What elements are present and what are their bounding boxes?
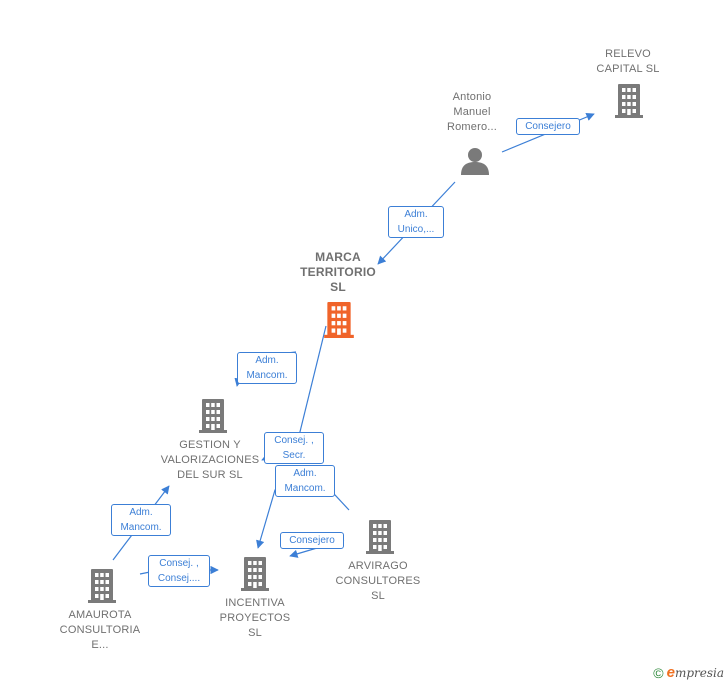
edge-label-line: Consejero: [289, 535, 335, 546]
edge-label-line: Mancom.: [284, 483, 326, 494]
node-label-relevo[interactable]: RELEVO CAPITAL SL: [578, 47, 678, 77]
building-icon-arvirago[interactable]: [366, 520, 394, 554]
node-label-line: SL: [248, 627, 262, 639]
edge-label-consej-secr[interactable]: Consej. , Secr.: [264, 432, 324, 464]
node-label-line: VALORIZACIONES: [160, 454, 260, 466]
edge-label-consejero-relevo[interactable]: Consejero: [516, 118, 580, 135]
node-label-line: PROYECTOS: [219, 612, 291, 624]
node-label-line: Manuel: [453, 106, 491, 118]
copyright-icon: ©: [653, 664, 664, 681]
node-label-line: Romero...: [446, 121, 498, 133]
edge-label-line: Consej. ,: [159, 558, 199, 569]
node-label-line: DEL SUR SL: [177, 469, 243, 481]
node-label-gestion[interactable]: GESTION Y VALORIZACIONES DEL SUR SL: [150, 438, 270, 483]
edge-label-line: Adm.: [255, 355, 279, 366]
node-label-amaurota[interactable]: AMAUROTA CONSULTORIA E...: [50, 608, 150, 653]
edge-label-consej-consej[interactable]: Consej. , Consej....: [148, 555, 210, 587]
node-label-line: GESTION Y: [179, 439, 241, 451]
edge-label-line: Unico,...: [397, 224, 435, 235]
edge-label-line: Mancom.: [120, 522, 162, 533]
building-icon-gestion[interactable]: [199, 399, 227, 433]
edge-label-consejero-arvirago[interactable]: Consejero: [280, 532, 344, 549]
node-label-antonio[interactable]: Antonio Manuel Romero...: [432, 90, 512, 135]
person-icon-antonio[interactable]: [461, 148, 489, 175]
node-label-line: E...: [91, 639, 109, 651]
edge-label-adm-mancom-amaurota[interactable]: Adm. Mancom.: [111, 504, 171, 536]
building-icon-incentiva[interactable]: [241, 557, 269, 591]
building-icon-amaurota[interactable]: [88, 569, 116, 603]
edge-label-line: Consejero: [525, 121, 571, 132]
node-label-line: TERRITORIO: [300, 265, 376, 279]
edge-label-line: Secr.: [282, 450, 306, 461]
node-label-line: INCENTIVA: [225, 597, 285, 609]
edge-label-line: Mancom.: [246, 370, 288, 381]
node-label-line: CONSULTORES: [335, 575, 421, 587]
edge-line-consej-secr-incentiva: [296, 325, 327, 445]
node-label-arvirago[interactable]: ARVIRAGO CONSULTORES SL: [328, 559, 428, 604]
node-label-line: Antonio: [452, 91, 492, 103]
node-label-incentiva[interactable]: INCENTIVA PROYECTOS SL: [205, 596, 305, 641]
node-label-line: MARCA: [315, 250, 361, 264]
building-icon-relevo[interactable]: [615, 84, 643, 118]
node-label-line: ARVIRAGO: [348, 560, 408, 572]
node-label-line: AMAUROTA: [68, 609, 132, 621]
node-label-line: CAPITAL SL: [596, 63, 660, 75]
edge-label-line: Consej....: [157, 573, 201, 584]
node-label-line: SL: [371, 590, 385, 602]
brand-name: mpresia: [674, 665, 724, 680]
edge-label-line: Adm.: [293, 468, 317, 479]
edge-label-adm-mancom-arvirago[interactable]: Adm. Mancom.: [275, 465, 335, 497]
node-label-line: RELEVO: [605, 48, 651, 60]
node-label-marca[interactable]: MARCA TERRITORIO SL: [288, 250, 388, 295]
building-icon-marca[interactable]: [324, 302, 354, 338]
edge-label-adm-unico[interactable]: Adm. Unico,...: [388, 206, 444, 238]
edge-label-adm-mancom-gestion[interactable]: Adm. Mancom.: [237, 352, 297, 384]
brand-initial: e: [666, 664, 675, 681]
node-label-line: CONSULTORIA: [59, 624, 141, 636]
edge-label-line: Adm.: [129, 507, 153, 518]
edge-label-line: Consej. ,: [274, 435, 314, 446]
node-label-line: SL: [330, 280, 346, 294]
edge-label-line: Adm.: [404, 209, 428, 220]
